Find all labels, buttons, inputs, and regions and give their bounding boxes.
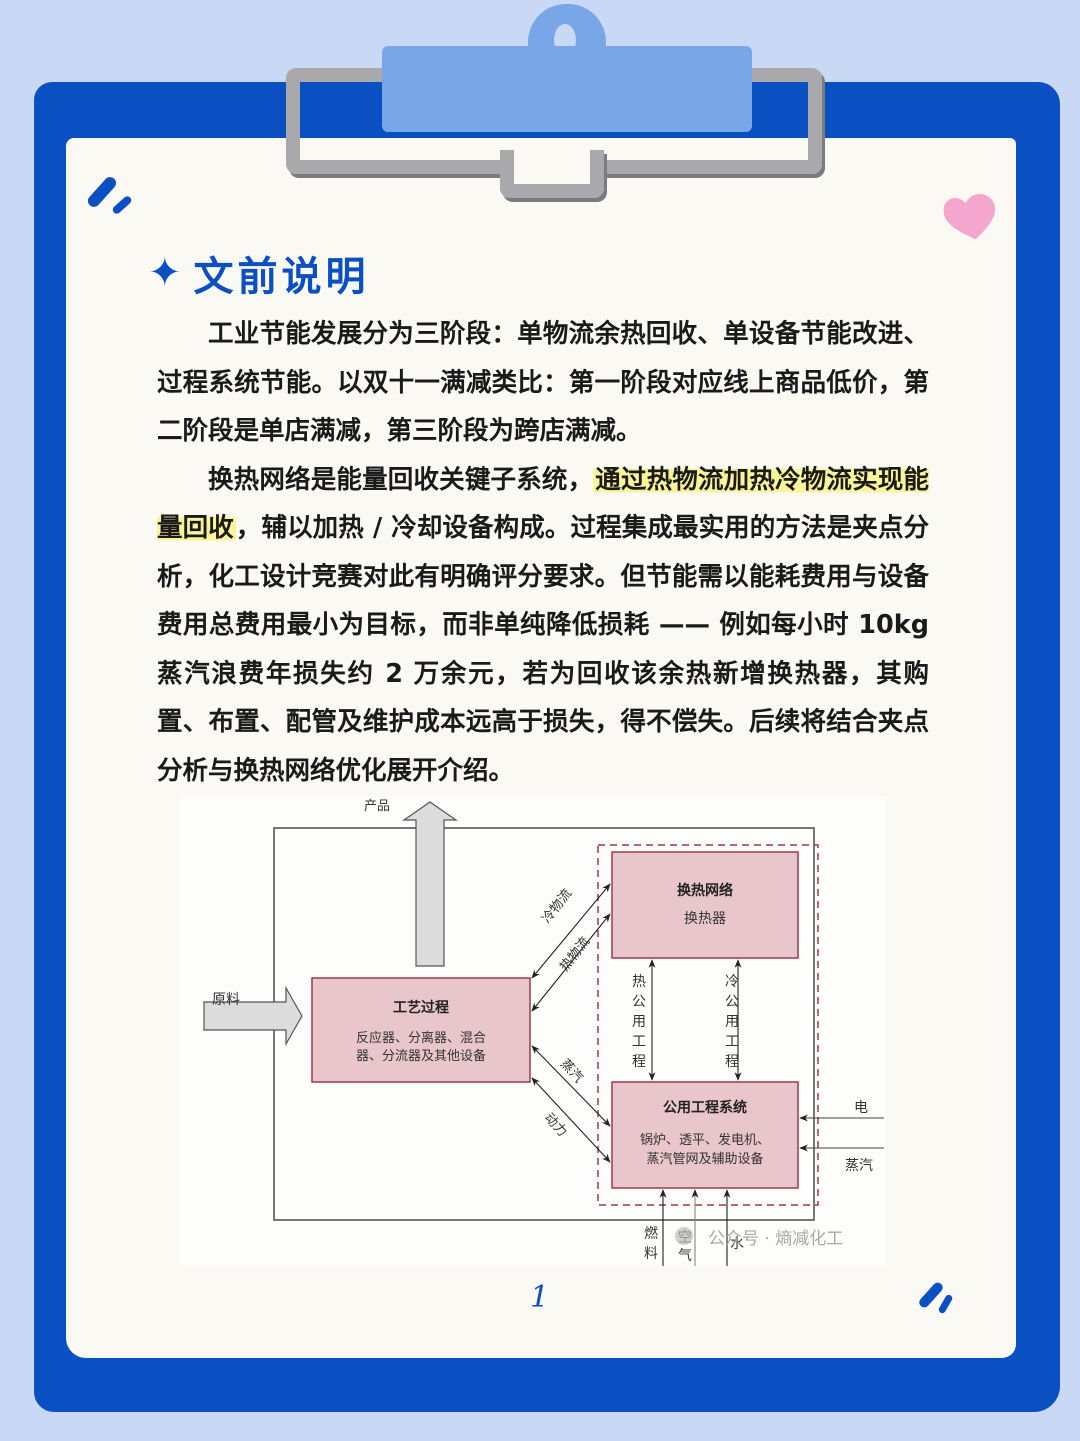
svg-text:产品: 产品 bbox=[364, 799, 390, 814]
svg-text:反应器、分离器、混合: 反应器、分离器、混合 bbox=[356, 1030, 486, 1046]
svg-text:电: 电 bbox=[854, 1100, 868, 1116]
paragraph-2-before: 换热网络是能量回收关键子系统， bbox=[208, 464, 594, 495]
svg-text:动力: 动力 bbox=[541, 1111, 570, 1140]
utility-hen-boundary bbox=[597, 844, 819, 1206]
process-system-diagram: 产品 原料 工艺过程 反应器、分离器、混合 器、分流器及其他设备 换热网络 换热… bbox=[180, 796, 886, 1266]
svg-text:蒸汽管网及辅助设备: 蒸汽管网及辅助设备 bbox=[646, 1151, 763, 1167]
svg-text:器、分流器及其他设备: 器、分流器及其他设备 bbox=[356, 1048, 486, 1064]
svg-text:工艺过程: 工艺过程 bbox=[393, 999, 449, 1016]
clip-body bbox=[382, 46, 752, 132]
cold-utility-label: 冷公用工程 bbox=[725, 974, 739, 1070]
page-number: 1 bbox=[530, 1280, 550, 1315]
svg-text:锅炉、透平、发电机、: 锅炉、透平、发电机、 bbox=[640, 1132, 770, 1148]
page-title-text: 文前说明 bbox=[193, 254, 370, 300]
svg-text:蒸汽: 蒸汽 bbox=[845, 1158, 873, 1174]
paragraph-2-after: ，辅以加热 / 冷却设备构成。过程集成最实用的方法是夹点分析，化工设计竞赛对此有… bbox=[157, 513, 929, 786]
paragraph-2: 换热网络是能量回收关键子系统，通过热物流加热冷物流实现能量回收，辅以加热 / 冷… bbox=[157, 456, 929, 796]
svg-text:原料: 原料 bbox=[212, 992, 240, 1008]
heart-icon bbox=[943, 194, 996, 240]
svg-text:公众号 · 熵减化工: 公众号 · 熵减化工 bbox=[708, 1229, 843, 1249]
paragraph-1: 工业节能发展分为三阶段：单物流余热回收、单设备节能改进、过程系统节能。以双十一满… bbox=[157, 319, 929, 446]
body-text: 工业节能发展分为三阶段：单物流余热回收、单设备节能改进、过程系统节能。以双十一满… bbox=[157, 310, 929, 795]
clip-wire-notch bbox=[500, 150, 604, 198]
svg-text:换热网络: 换热网络 bbox=[677, 882, 733, 899]
svg-text:蒸汽: 蒸汽 bbox=[557, 1057, 586, 1086]
fuel-label: 燃料 bbox=[644, 1225, 658, 1262]
svg-text:公用工程系统: 公用工程系统 bbox=[663, 1099, 747, 1116]
svg-text:冷物流: 冷物流 bbox=[539, 886, 575, 926]
page-title: ✦ 文前说明 bbox=[148, 244, 370, 302]
svg-text:换热器: 换热器 bbox=[684, 910, 726, 927]
svg-text:水: 水 bbox=[730, 1236, 744, 1252]
sparkle-star-icon: ✦ bbox=[148, 250, 186, 296]
hot-utility-label: 热公用工程 bbox=[632, 974, 646, 1070]
